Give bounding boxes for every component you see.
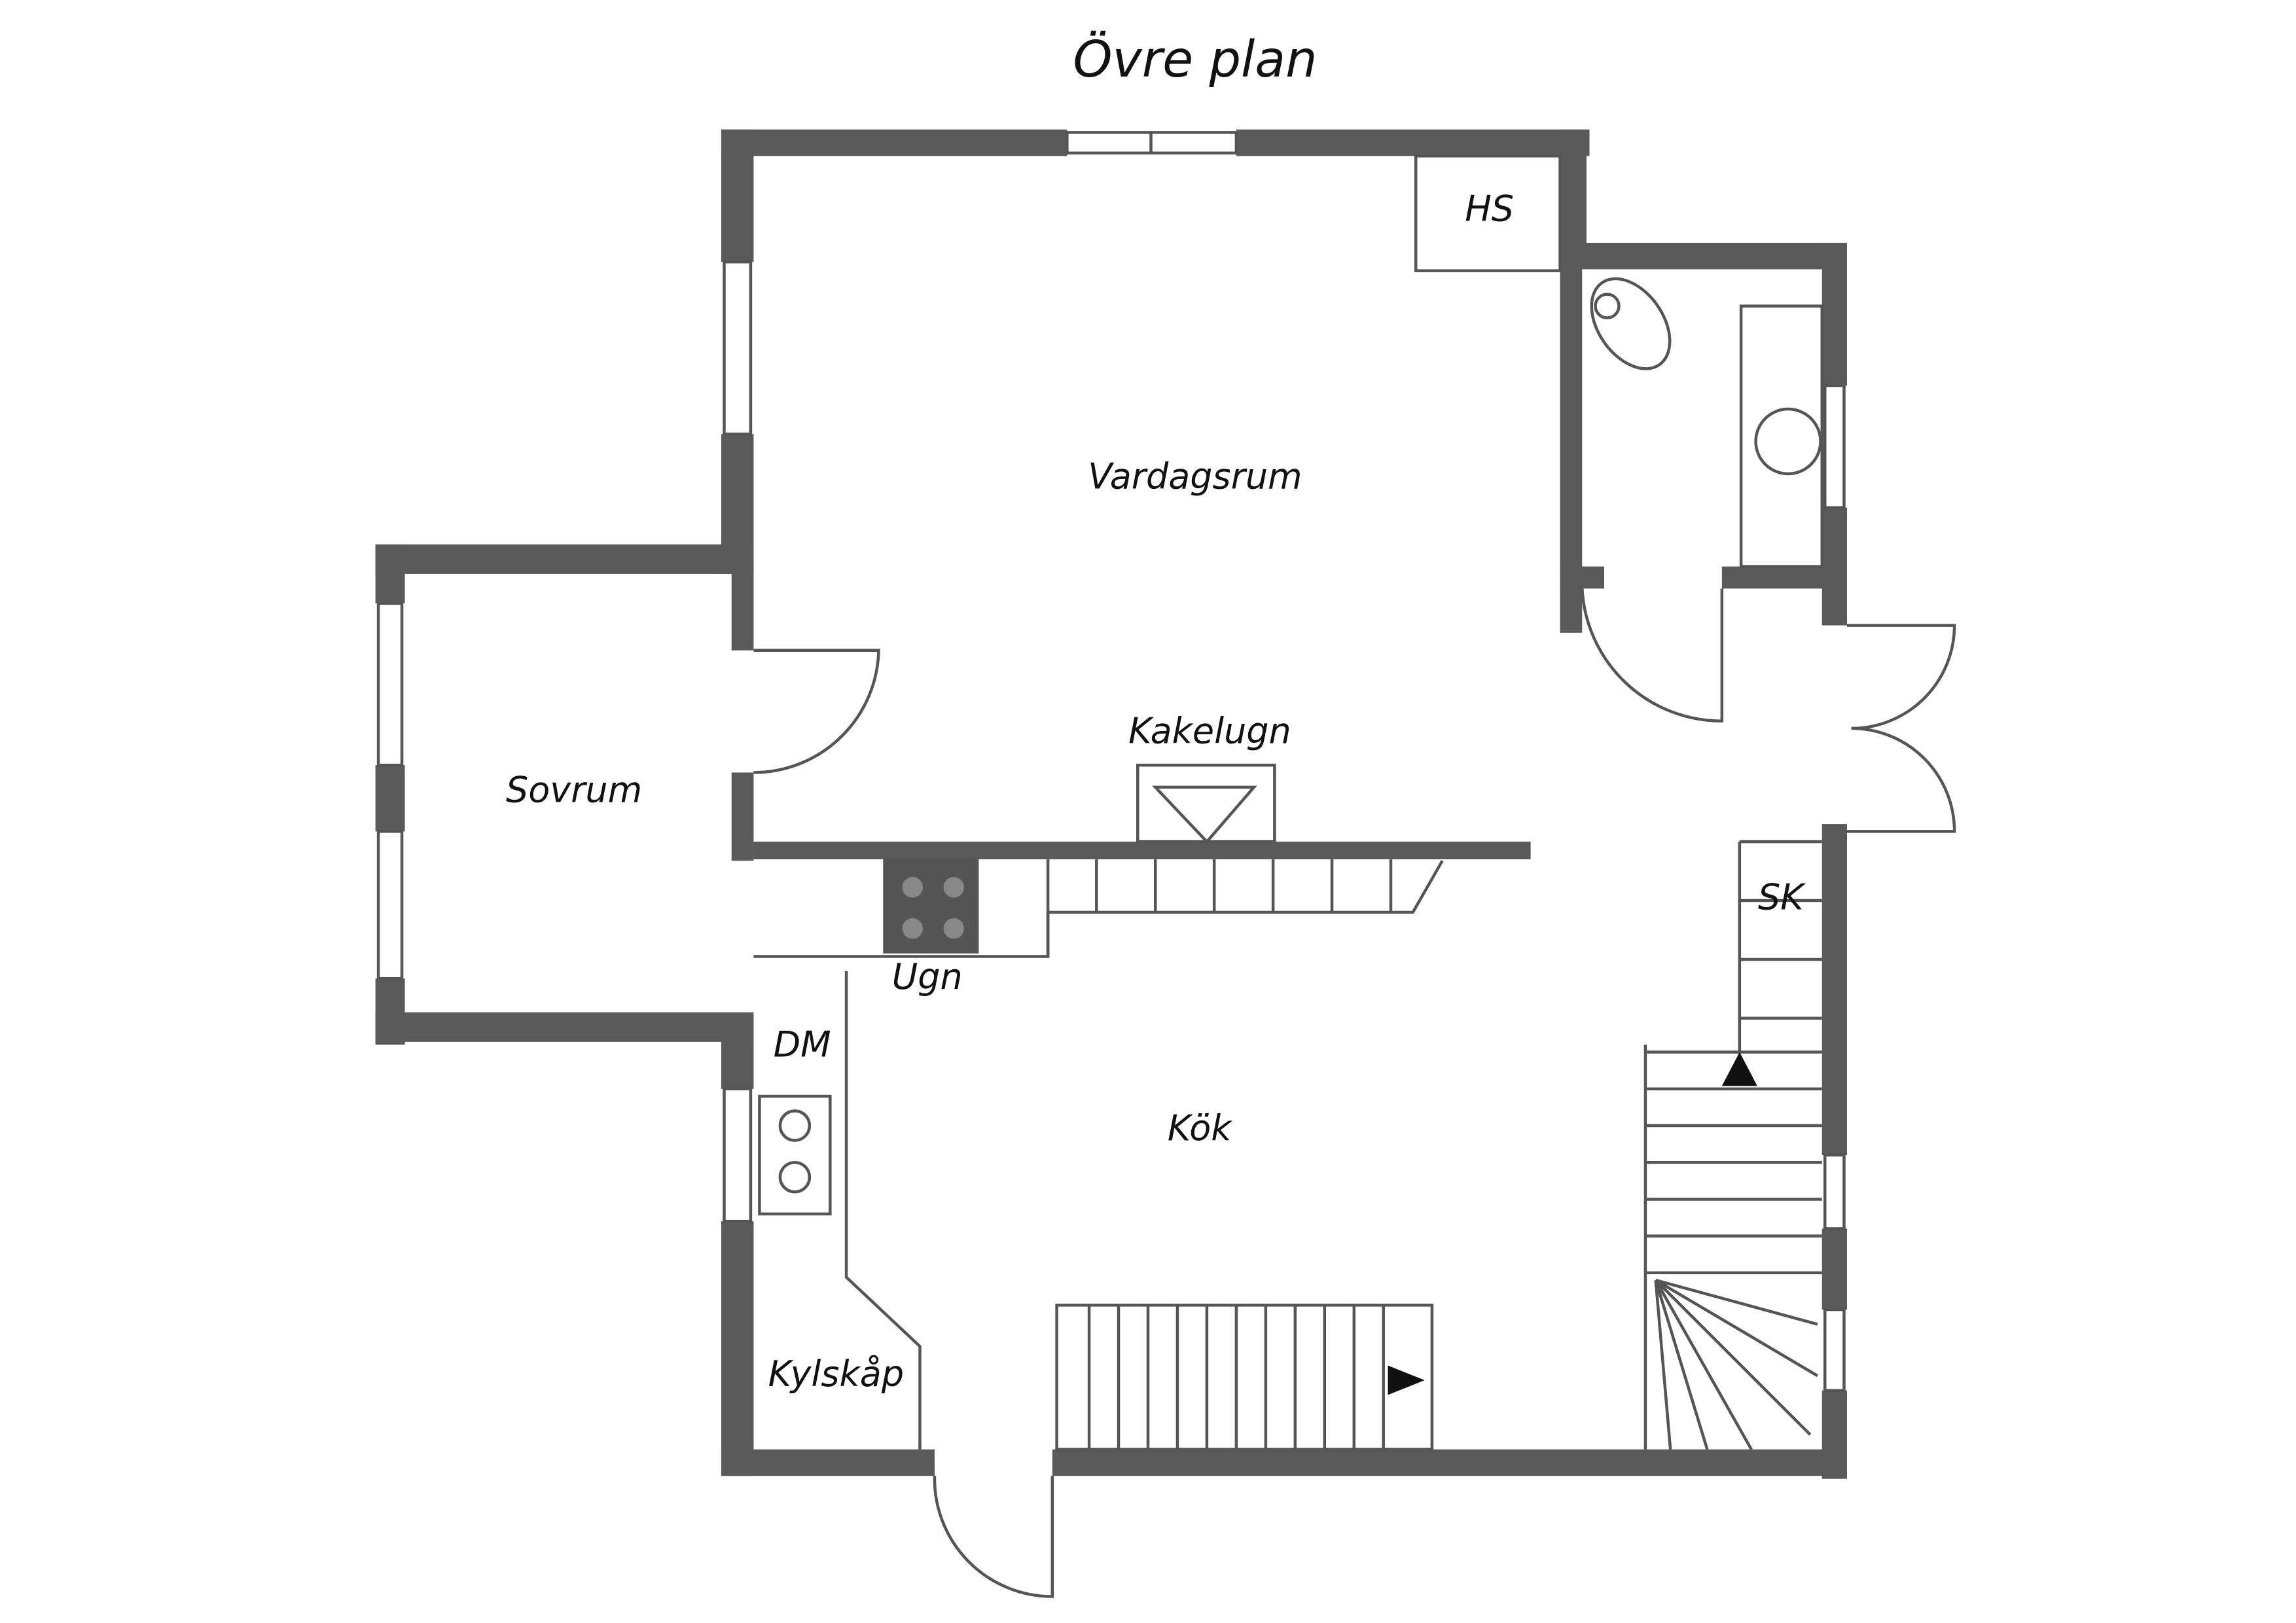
label-kakelugn: Kakelugn xyxy=(1128,710,1291,751)
label-hs: HS xyxy=(1465,188,1514,229)
plan-title: Övre plan xyxy=(1073,31,1317,89)
label-kylskap: Kylskåp xyxy=(768,1353,905,1395)
label-ugn: Ugn xyxy=(892,956,963,997)
doors xyxy=(753,588,1956,1598)
windows xyxy=(376,131,1846,1392)
label-sovrum: Sovrum xyxy=(506,769,642,810)
label-sk: SK xyxy=(1758,877,1806,918)
walls xyxy=(375,129,1847,1479)
fixtures xyxy=(753,154,1824,1451)
label-dm: DM xyxy=(774,1024,831,1065)
label-vardagsrum: Vardagsrum xyxy=(1088,455,1302,497)
label-kok: Kök xyxy=(1168,1108,1233,1149)
